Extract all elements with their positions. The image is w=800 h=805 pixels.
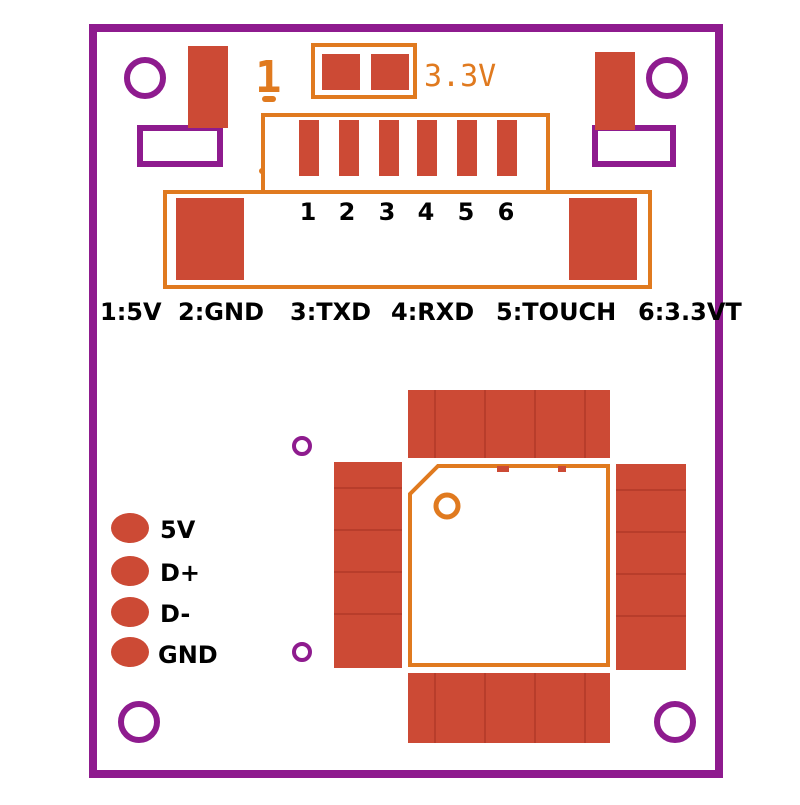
- board-outline: [89, 24, 723, 778]
- jumper-outline: [311, 43, 417, 99]
- pin-function-5: 5:TOUCH: [496, 298, 616, 326]
- usb-label-gnd: GND: [158, 641, 218, 669]
- pin1-marker: 1: [255, 52, 282, 103]
- usb-label-dminus: D-: [160, 600, 190, 628]
- pin-number-4: 4: [418, 198, 435, 226]
- mounting-hole-bottom-right: [654, 701, 696, 743]
- mounting-hole-top-right: [646, 57, 688, 99]
- usb-pad-dplus: [111, 556, 149, 586]
- via: [292, 642, 312, 662]
- pin-number-1: 1: [300, 198, 317, 226]
- jumper-pad-2: [371, 54, 409, 90]
- pin-number-3: 3: [379, 198, 396, 226]
- chip-pin1-dot: [433, 492, 461, 520]
- connector-pin-pad-5: [457, 120, 477, 176]
- pin-function-6: 6:3.3VT: [638, 298, 742, 326]
- connector-pin-pad-6: [497, 120, 517, 176]
- chip-outline: [408, 464, 610, 667]
- pin-number-6: 6: [498, 198, 515, 226]
- pin-function-2: 2:GND: [178, 298, 264, 326]
- connector-body-outline: [163, 190, 652, 289]
- pin1-marker-underline: [262, 96, 276, 102]
- pin-number-2: 2: [339, 198, 356, 226]
- connector-pin-pad-1: [299, 120, 319, 176]
- chip-pad-right: [616, 464, 686, 670]
- usb-label-5v: 5V: [160, 516, 196, 544]
- connector-dot: [259, 168, 265, 174]
- connector-pin-pad-3: [379, 120, 399, 176]
- jumper-pad-1: [322, 54, 360, 90]
- chip-pad-bottom: [408, 673, 610, 743]
- chip-pad-top: [408, 390, 610, 458]
- pin-function-1: 1:5V: [100, 298, 162, 326]
- usb-pad-gnd: [111, 637, 149, 667]
- chip-tick: [558, 466, 566, 472]
- side-pad-left: [188, 46, 228, 128]
- connector-pin-pad-2: [339, 120, 359, 176]
- jumper-label: 3.3V: [424, 59, 496, 94]
- chip-tick: [497, 466, 509, 472]
- connector-mount-pad-left: [176, 198, 244, 280]
- mounting-hole-top-left: [124, 57, 166, 99]
- connector-pin-pad-4: [417, 120, 437, 176]
- side-pad-right: [595, 52, 635, 130]
- usb-label-dplus: D+: [160, 559, 200, 587]
- connector-housing-outline: [261, 113, 550, 192]
- component-outline-right: [592, 125, 676, 167]
- mounting-hole-bottom-left: [118, 701, 160, 743]
- usb-pad-dminus: [111, 597, 149, 627]
- chip-pad-left: [334, 462, 402, 668]
- pin-function-3: 3:TXD: [290, 298, 371, 326]
- via: [292, 436, 312, 456]
- component-outline-left: [137, 125, 223, 167]
- pin-function-4: 4:RXD: [391, 298, 474, 326]
- pin-number-5: 5: [458, 198, 475, 226]
- usb-pad-5v: [111, 513, 149, 543]
- connector-mount-pad-right: [569, 198, 637, 280]
